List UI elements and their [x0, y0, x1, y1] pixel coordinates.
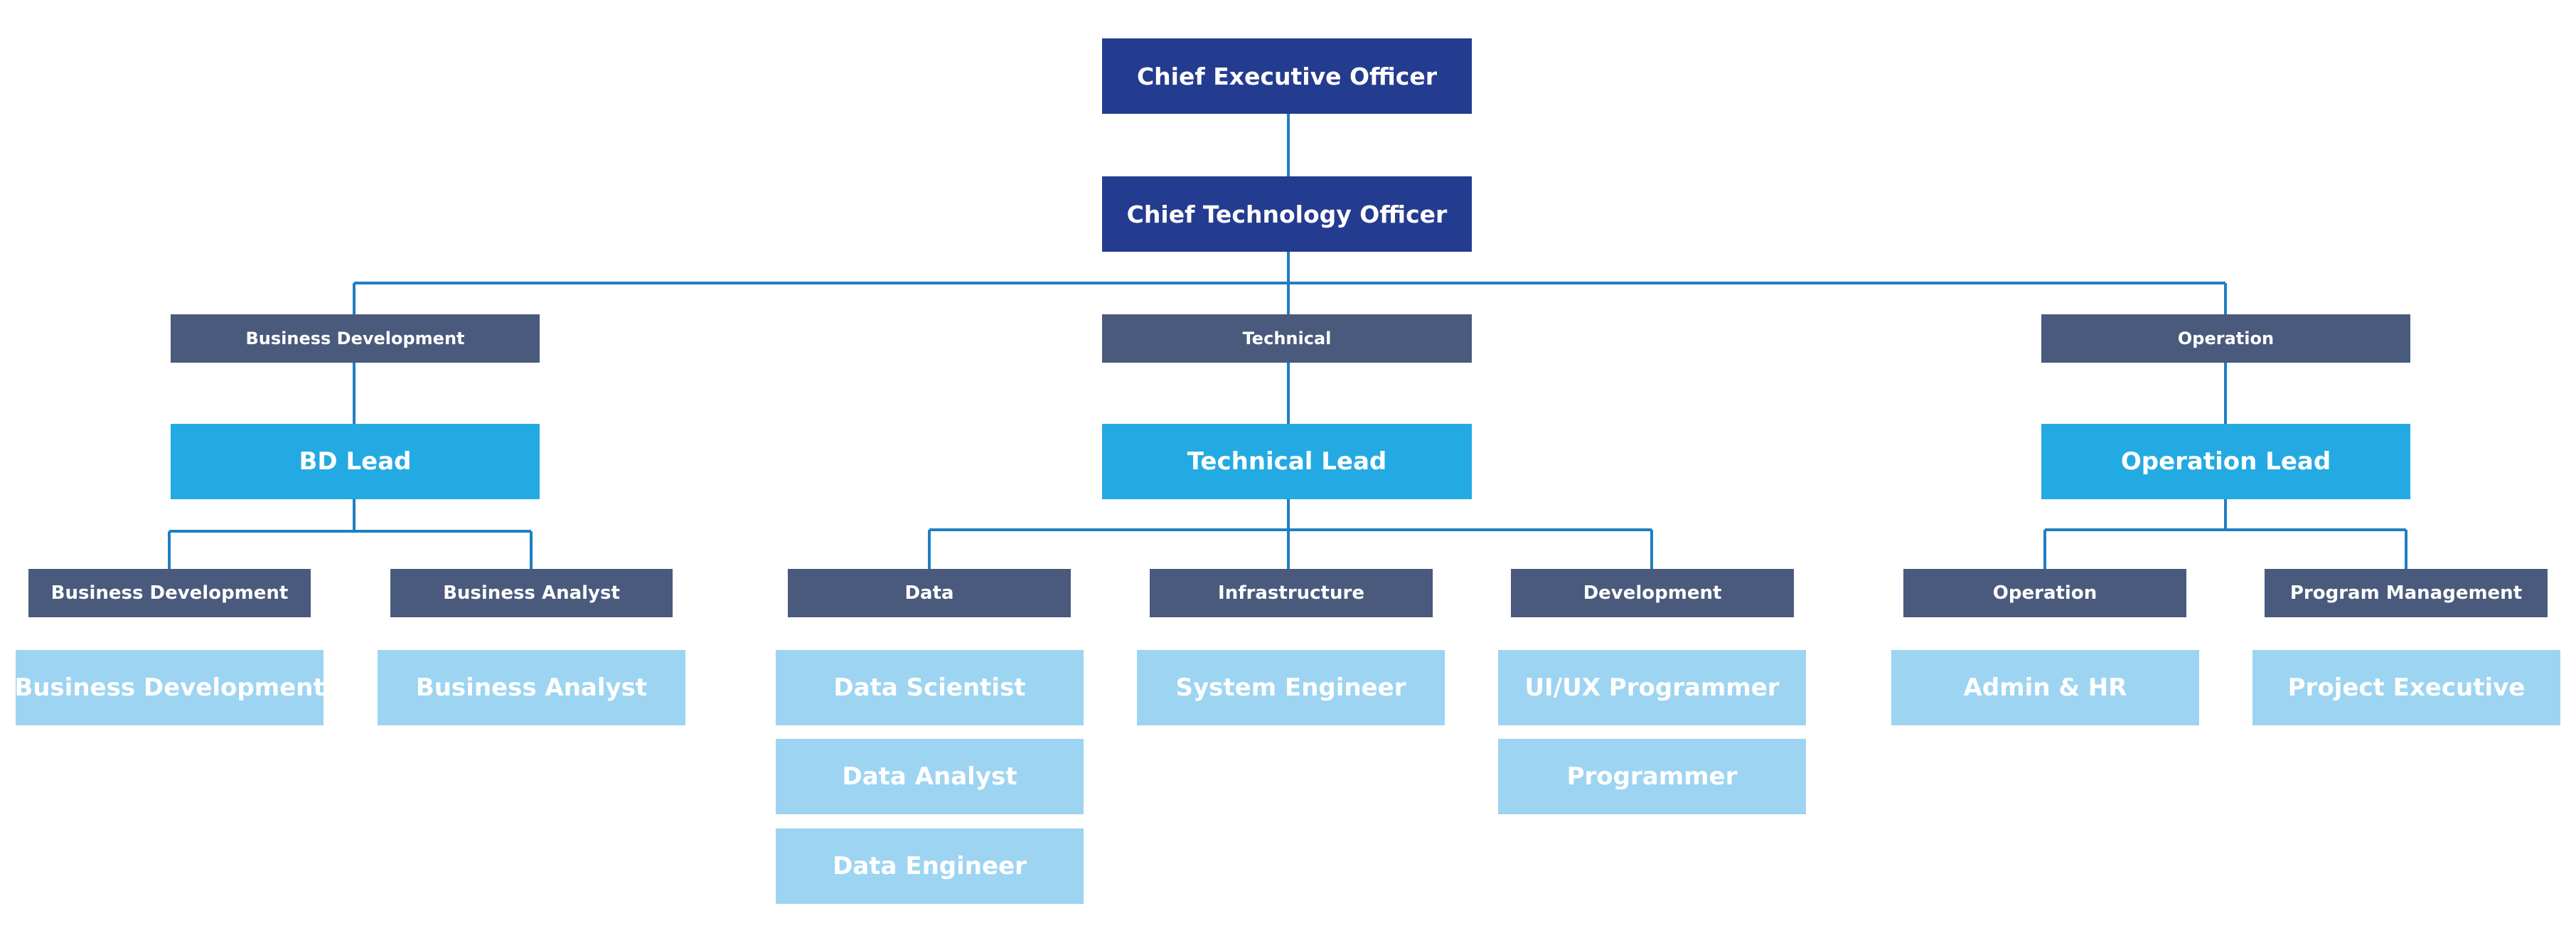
role-system-engineer: System Engineer [1137, 650, 1445, 725]
team-development: Development [1511, 569, 1794, 617]
bd-lead-box: BD Lead [171, 424, 540, 499]
department-technical: Technical [1102, 314, 1472, 363]
team-program-management: Program Management [2265, 569, 2548, 617]
role-project-executive: Project Executive [2252, 650, 2560, 725]
role-business-analyst: Business Analyst [378, 650, 685, 725]
team-infrastructure: Infrastructure [1150, 569, 1433, 617]
ceo-box: Chief Executive Officer [1102, 38, 1472, 114]
cto-box: Chief Technology Officer [1102, 176, 1472, 252]
team-business-analyst: Business Analyst [390, 569, 673, 617]
role-data-scientist: Data Scientist [776, 650, 1084, 725]
team-business-development: Business Development [28, 569, 311, 617]
technical-lead-box: Technical Lead [1102, 424, 1472, 499]
team-operation: Operation [1903, 569, 2186, 617]
role-data-analyst: Data Analyst [776, 739, 1084, 814]
department-operation: Operation [2041, 314, 2410, 363]
operation-lead-box: Operation Lead [2041, 424, 2410, 499]
role-data-engineer: Data Engineer [776, 828, 1084, 904]
role-admin-hr: Admin & HR [1891, 650, 2199, 725]
team-data: Data [788, 569, 1071, 617]
department-business-development: Business Development [171, 314, 540, 363]
role-programmer: Programmer [1498, 739, 1806, 814]
role-business-development: Business Development [14, 650, 325, 725]
role-ui-ux-programmer: UI/UX Programmer [1498, 650, 1806, 725]
